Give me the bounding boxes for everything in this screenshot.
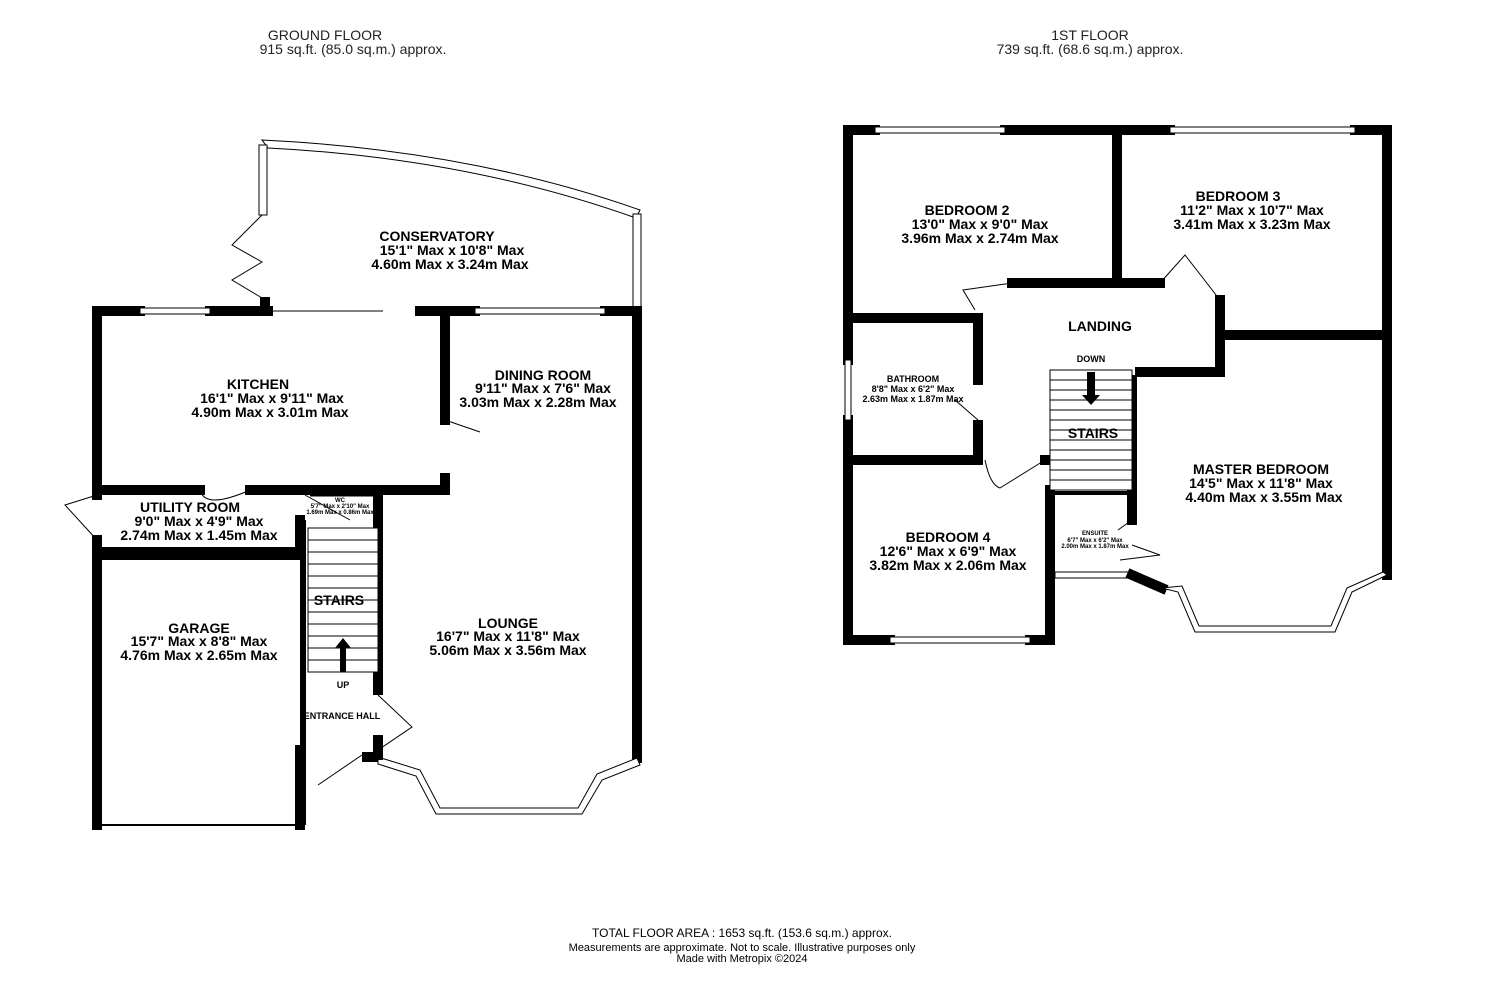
room-kitchen: KITCHEN 16'1" Max x 9'11" Max 4.90m Max …: [191, 376, 348, 420]
room-ensuite: ENSUITE 6'7" Max x 6'2" Max 2.00m Max x …: [1061, 531, 1129, 550]
room-label-text: GARAGE: [168, 620, 229, 636]
ground-floor-title: GROUND FLOOR: [268, 27, 382, 43]
room-label-text: ENSUITE: [1082, 531, 1108, 537]
up-label: UP: [337, 680, 350, 690]
room-label-text: 5'7" Max x 2'10" Max: [311, 504, 370, 510]
room-label-text: 4.90m Max x 3.01m Max: [191, 404, 348, 420]
room-label-text: 9'11" Max x 7'6" Max: [475, 380, 611, 396]
room-label-text: 3.96m Max x 2.74m Max: [901, 230, 1058, 246]
first-stairs-label: STAIRS: [1068, 425, 1118, 441]
room-bathroom: BATHROOM 8'8" Max x 6'2" Max 2.63m Max x…: [862, 374, 963, 404]
room-label-text: 3.41m Max x 3.23m Max: [1173, 216, 1330, 232]
room-label-text: 2.00m Max x 1.87m Max: [1061, 544, 1129, 550]
room-label-text: 12'6" Max x 6'9" Max: [880, 543, 1017, 559]
room-label-text: 3.82m Max x 2.06m Max: [869, 557, 1026, 573]
room-label-text: 1.69m Max x 0.86m Max: [306, 510, 374, 516]
room-label-text: CONSERVATORY: [379, 228, 495, 244]
down-label: DOWN: [1077, 354, 1106, 364]
room-label-text: 2.74m Max x 1.45m Max: [120, 527, 277, 543]
ground-floor-walls: [64, 139, 642, 830]
room-label-text: 5.06m Max x 3.56m Max: [429, 642, 586, 658]
room-label-text: 15'7" Max x 8'8" Max: [131, 633, 268, 649]
room-lounge: LOUNGE 16'7" Max x 11'8" Max 5.06m Max x…: [429, 615, 586, 658]
entrance-hall-label: ENTRANCE HALL: [304, 711, 381, 721]
room-master-bedroom: MASTER BEDROOM 14'5" Max x 11'8" Max 4.4…: [1185, 461, 1342, 505]
room-dining-room: DINING ROOM 9'11" Max x 7'6" Max 3.03m M…: [459, 367, 616, 410]
room-label-text: UTILITY ROOM: [140, 499, 240, 515]
room-label-text: LOUNGE: [478, 615, 538, 631]
first-stairs: [1049, 369, 1133, 491]
room-label-text: BEDROOM 3: [1196, 188, 1281, 204]
room-conservatory: CONSERVATORY 15'1" Max x 10'8" Max 4.60m…: [371, 228, 528, 272]
disclaimer: Measurements are approximate. Not to sca…: [569, 942, 916, 954]
room-bedroom-2: BEDROOM 2 13'0" Max x 9'0" Max 3.96m Max…: [901, 202, 1058, 246]
room-bedroom-3: BEDROOM 3 11'2" Max x 10'7" Max 3.41m Ma…: [1173, 188, 1330, 232]
room-label-text: 3.03m Max x 2.28m Max: [459, 394, 616, 410]
room-label-text: WC: [335, 498, 346, 504]
ground-stairs: [307, 527, 379, 673]
room-label-text: 9'0" Max x 4'9" Max: [135, 513, 264, 529]
room-label-text: 4.76m Max x 2.65m Max: [120, 647, 277, 663]
room-label-text: 11'2" Max x 10'7" Max: [1180, 202, 1324, 218]
landing-label: LANDING: [1068, 318, 1132, 334]
room-label-text: 13'0" Max x 9'0" Max: [912, 216, 1049, 232]
room-label-text: 16'1" Max x 9'11" Max: [200, 390, 344, 406]
room-utility: UTILITY ROOM 9'0" Max x 4'9" Max 2.74m M…: [120, 499, 277, 543]
credit: Made with Metropix ©2024: [676, 953, 807, 965]
room-label-text: 16'7" Max x 11'8" Max: [436, 628, 580, 644]
room-label-text: 14'5" Max x 11'8" Max: [1189, 475, 1333, 491]
room-wc: WC 5'7" Max x 2'10" Max 1.69m Max x 0.86…: [306, 498, 374, 516]
stairs-up-arrow-icon: [335, 638, 351, 672]
room-label-text: 2.63m Max x 1.87m Max: [862, 394, 963, 404]
room-label-text: 4.40m Max x 3.55m Max: [1185, 489, 1342, 505]
room-label-text: 15'1" Max x 10'8" Max: [380, 242, 525, 258]
first-floor-title: 1ST FLOOR: [1051, 27, 1129, 43]
first-floor-walls: [843, 125, 1392, 645]
total-floor-area: TOTAL FLOOR AREA : 1653 sq.ft. (153.6 sq…: [592, 926, 892, 940]
room-label-text: 8'8" Max x 6'2" Max: [872, 384, 955, 394]
room-label-text: MASTER BEDROOM: [1193, 461, 1329, 477]
room-garage: GARAGE 15'7" Max x 8'8" Max 4.76m Max x …: [120, 620, 277, 663]
room-label-text: BEDROOM 2: [925, 202, 1010, 218]
ground-stairs-label: STAIRS: [314, 592, 364, 608]
room-label-text: KITCHEN: [227, 376, 289, 392]
room-label-text: 4.60m Max x 3.24m Max: [371, 256, 528, 272]
room-label-text: BEDROOM 4: [906, 529, 991, 545]
ground-floor-area: 915 sq.ft. (85.0 sq.m.) approx.: [260, 41, 447, 57]
room-label-text: BATHROOM: [887, 374, 939, 384]
stairs-down-arrow-icon: [1082, 372, 1100, 405]
room-label-text: DINING ROOM: [495, 367, 591, 383]
first-floor-area: 739 sq.ft. (68.6 sq.m.) approx.: [997, 41, 1184, 57]
room-label-text: 6'7" Max x 6'2" Max: [1067, 538, 1123, 544]
room-bedroom-4: BEDROOM 4 12'6" Max x 6'9" Max 3.82m Max…: [869, 529, 1026, 573]
